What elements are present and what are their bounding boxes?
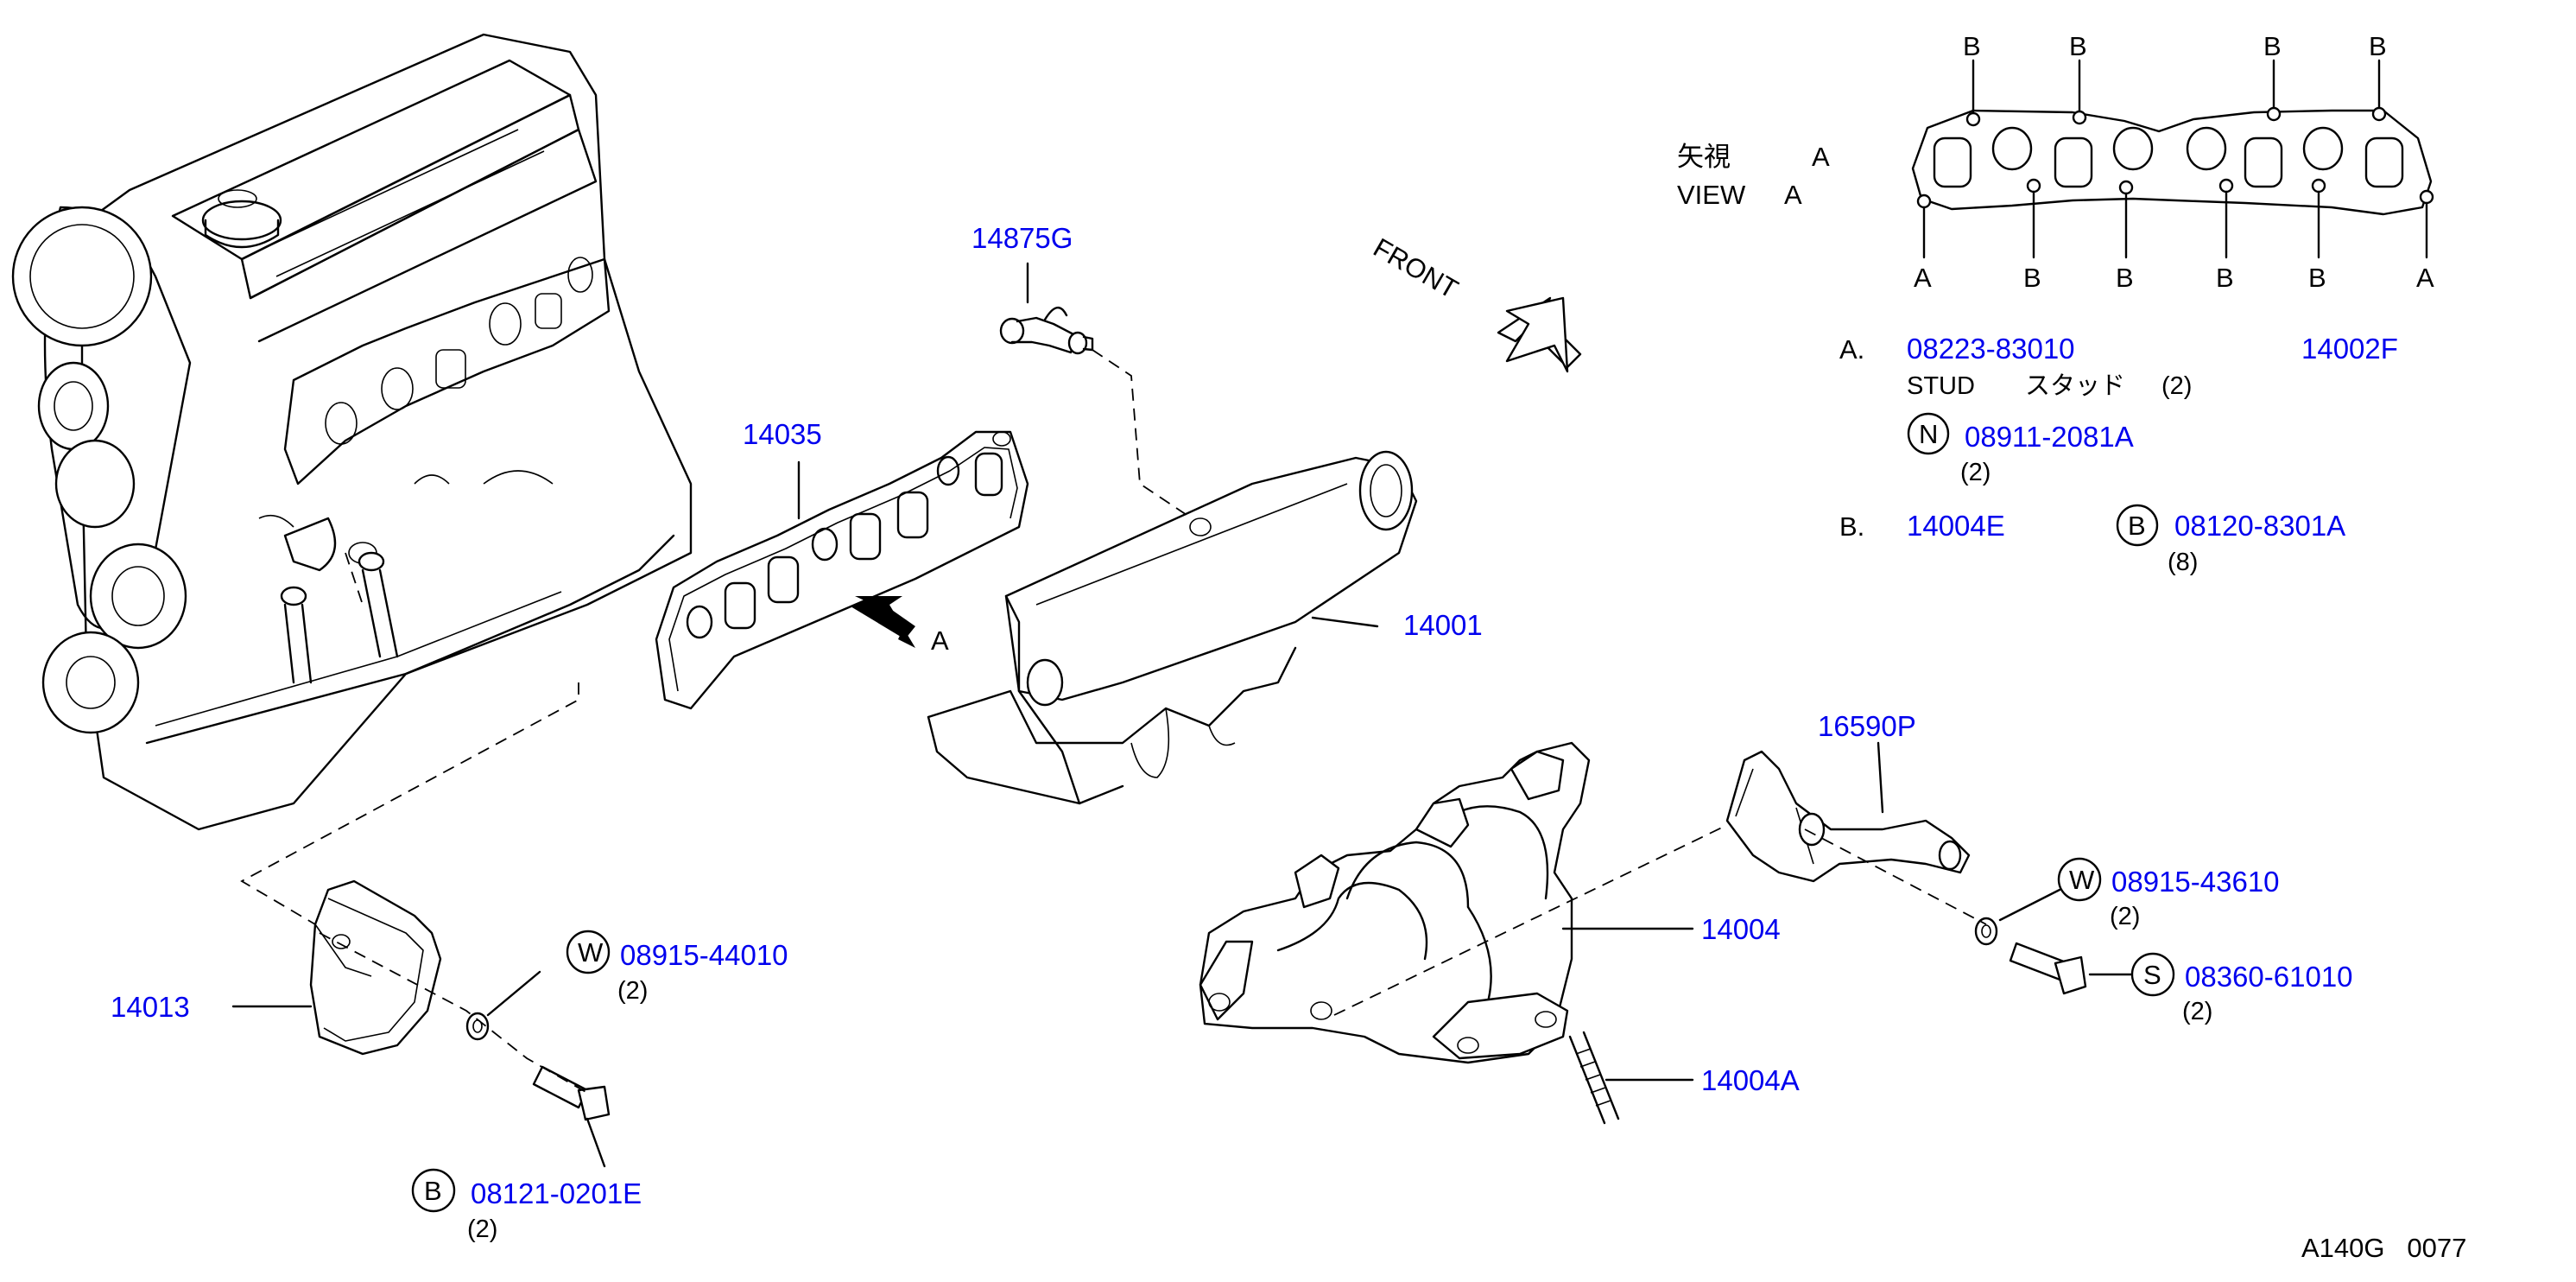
- manifold-gasket-illustration: [655, 430, 1029, 710]
- part-08915-43610[interactable]: 08915-43610: [2111, 866, 2280, 898]
- circle-w-left-letter: W: [578, 937, 604, 968]
- circle-b-legend-icon: [2116, 504, 2159, 547]
- part-14001[interactable]: 14001: [1403, 609, 1483, 641]
- washer-illustration-left: [465, 1012, 490, 1041]
- arrow-a-label: A: [931, 625, 949, 656]
- manifold-cover-illustration: [927, 450, 1418, 805]
- front-label: FRONT: [1369, 232, 1464, 305]
- part-16590P[interactable]: 16590P: [1818, 710, 1916, 742]
- qty-w-right: (2): [2110, 903, 2140, 930]
- lower-cover-illustration: [309, 879, 442, 1056]
- part-14013[interactable]: 14013: [111, 991, 190, 1023]
- gasket-bottom-label-5: B: [2308, 263, 2326, 293]
- part-14002F[interactable]: 14002F: [2301, 333, 2398, 365]
- gasket-bottom-label-1: A: [1914, 263, 1932, 293]
- part-08120-8301A[interactable]: 08120-8301A: [2174, 510, 2345, 542]
- view-jp-label: 矢視: [1677, 142, 1731, 172]
- qty-s: (2): [2182, 998, 2212, 1025]
- part-08911-2081A[interactable]: 08911-2081A: [1965, 421, 2134, 453]
- view-a-gasket-detail: [1911, 59, 2434, 259]
- circle-w-right-icon: [2057, 857, 2102, 902]
- stud-jp-label: スタッド: [2025, 372, 2125, 400]
- washer-illustration-right: [1974, 917, 1998, 946]
- label-leader-lines: [231, 262, 2133, 1168]
- engine-block-illustration: [11, 33, 693, 831]
- stud-illustration: [1568, 1031, 1620, 1125]
- stud-qty: (2): [2161, 372, 2192, 400]
- hose-illustration: [999, 307, 1094, 355]
- part-14035[interactable]: 14035: [743, 418, 822, 450]
- circle-w-right-letter: W: [2069, 865, 2095, 895]
- gasket-top-label-1: B: [1963, 31, 1981, 61]
- view-en-letter: A: [1784, 180, 1802, 210]
- qty-n: (2): [1960, 459, 1991, 486]
- exhaust-manifold-illustration: [1199, 741, 1591, 1064]
- insulator-bracket-illustration: [1725, 750, 1971, 883]
- front-direction-arrow: [1497, 296, 1582, 373]
- circle-s-icon: [2130, 952, 2175, 997]
- circle-b-bottom-letter: B: [424, 1176, 442, 1206]
- circle-n-icon: [1907, 412, 1950, 455]
- legend-a-marker: A.: [1839, 334, 1864, 365]
- part-08223-83010[interactable]: 08223-83010: [1907, 333, 2075, 365]
- gasket-bottom-label-6: A: [2416, 263, 2434, 293]
- stud-en-label: STUD: [1907, 372, 1975, 400]
- gasket-bottom-label-4: B: [2216, 263, 2234, 293]
- gasket-top-label-4: B: [2369, 31, 2387, 61]
- gasket-bottom-label-3: B: [2116, 263, 2134, 293]
- gasket-top-label-2: B: [2069, 31, 2087, 61]
- gasket-top-label-3: B: [2263, 31, 2282, 61]
- view-jp-letter: A: [1812, 142, 1830, 172]
- qty-w-left: (2): [617, 977, 648, 1005]
- circle-n-letter: N: [1919, 419, 1938, 449]
- legend-b-marker: B.: [1839, 511, 1864, 542]
- circle-w-left-icon: [566, 930, 611, 974]
- circle-s-letter: S: [2143, 960, 2161, 990]
- bolt-illustration-right: [2009, 942, 2087, 995]
- part-14004E[interactable]: 14004E: [1907, 510, 2005, 542]
- figure-code: A140G 0077: [2301, 1233, 2466, 1263]
- assembly-leader-lines: [240, 349, 1987, 1094]
- part-14004A[interactable]: 14004A: [1701, 1064, 1800, 1096]
- qty-b8: (8): [2168, 549, 2198, 576]
- part-08915-44010[interactable]: 08915-44010: [620, 939, 788, 971]
- part-14875G[interactable]: 14875G: [972, 222, 1073, 254]
- bolt-illustration-left: [532, 1065, 611, 1121]
- part-08121-0201E[interactable]: 08121-0201E: [471, 1177, 642, 1209]
- circle-b-legend-letter: B: [2128, 511, 2146, 541]
- view-en-label: VIEW: [1677, 180, 1746, 210]
- circle-b-bottom-icon: [411, 1168, 456, 1213]
- part-08360-61010[interactable]: 08360-61010: [2185, 961, 2353, 993]
- gasket-bottom-label-2: B: [2023, 263, 2041, 293]
- view-a-arrow: [851, 596, 915, 648]
- part-14004[interactable]: 14004: [1701, 913, 1781, 945]
- qty-b-bottom: (2): [467, 1215, 497, 1243]
